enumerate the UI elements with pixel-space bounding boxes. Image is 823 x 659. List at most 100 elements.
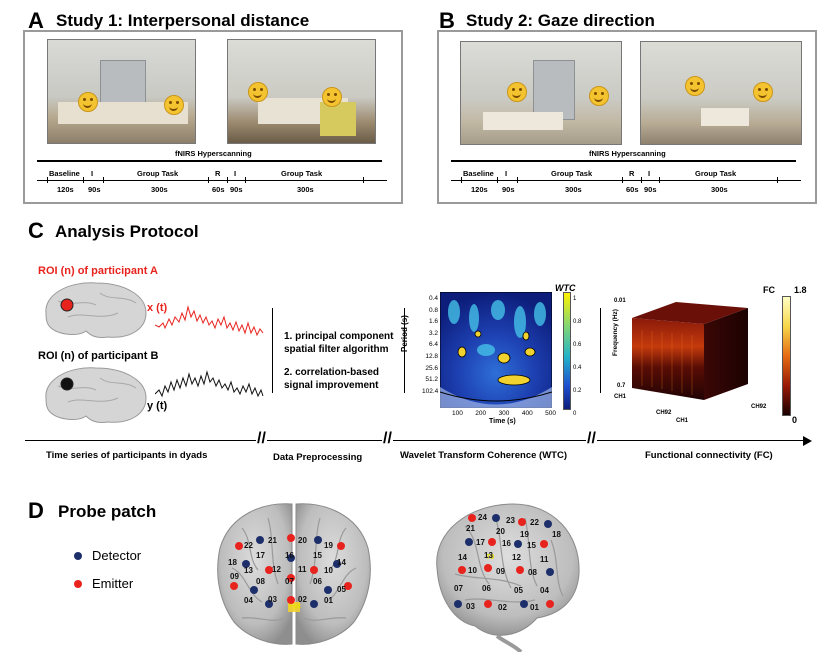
brain-side-view [436,503,580,652]
emitter-legend-dot [74,580,82,588]
step1-line1: 1. principal component [284,331,394,342]
channel-label: 04 [540,586,549,595]
study1-photo-right [227,39,376,144]
roi-b-marker [60,377,74,391]
hyperscanning-label: fNIRS Hyperscanning [589,149,666,158]
wtc-yticks: 0.4 0.8 1.6 3.2 6.4 12.8 25.6 51.2 102.4 [422,293,438,397]
emitter-dot [468,514,476,522]
detector-dot [242,560,250,568]
fpz-label: Fpz [289,603,302,610]
stage-axis-arrow [803,436,812,446]
ytick: 0.4 [428,295,438,302]
channel-label: 14 [337,558,346,567]
emitter-dot [230,582,238,590]
fc-freq-top: 0.01 [614,298,626,304]
channel-label: 24 [478,513,487,522]
wtc-ylabel: Period (s) [400,315,409,352]
channel-label: 17 [476,538,485,547]
detector-dot [465,538,473,546]
channel-label: 18 [228,558,237,567]
channel-label: 16 [285,551,294,560]
channel-label: 19 [520,530,529,539]
channel-label: 17 [256,551,265,560]
emitter-dot [287,574,295,582]
step2-line1: 2. correlation-based [284,367,380,378]
colorbar-tick: 0 [573,411,577,417]
colorbar-tick: 0.4 [573,365,582,371]
detector-dot [287,554,295,562]
wtc-xlabel: Time (s) [489,418,516,425]
segment-label: I [91,169,94,178]
ytick: 51.2 [425,376,438,384]
channel-label: 13 [244,566,253,575]
duration-label: 90s [502,185,515,194]
detector-dot [256,536,264,544]
xtick: 500 [545,410,556,417]
panel-b-title: Study 2: Gaze direction [466,11,655,30]
channel-label: 14 [458,553,467,562]
wtc-colorbar [563,292,571,410]
detector-legend-dot [74,552,82,560]
step2-line2: signal improvement [284,380,379,391]
face-emoji [685,76,705,96]
channel-label: 10 [468,566,477,575]
channel-label: 18 [552,530,561,539]
channel-label: 08 [528,568,537,577]
axis-break: // [382,430,393,448]
t9-label: T9 [486,554,495,561]
channel-label: 13 [484,551,493,560]
channel-label: 04 [244,596,253,605]
xtick: 200 [475,410,487,417]
axis-break: // [256,430,267,448]
duration-label: 90s [230,185,243,194]
brain-b-illustration [45,367,147,423]
panel-b-letter: B [439,8,455,33]
channel-label: 22 [530,518,539,527]
channel-label: 12 [272,565,281,574]
channel-label: 15 [527,541,536,550]
emitter-legend-label: Emitter [92,576,134,591]
hyperscanning-bar [451,160,796,162]
channel-label: 09 [230,572,239,581]
detector-dot [310,600,318,608]
timeline-axis [37,180,387,181]
segment-label: Group Task [695,169,737,178]
emitter-dot [287,596,295,604]
study1-photo-left [47,39,196,144]
preprocessing-step-1: 1. principal component spatial filter al… [284,330,393,356]
roi-a-label: ROI (n) of participant A [38,265,158,277]
emitter-dot [518,518,526,526]
ytick: 12.8 [425,352,438,360]
ytick: 1.6 [428,318,438,326]
segment-label: I [648,169,651,178]
duration-label: 120s [471,185,488,194]
stage-label: Functional connectivity (FC) [645,450,773,461]
panel-a-letter: A [28,8,44,33]
channel-label: 10 [324,566,333,575]
ytick: 6.4 [428,341,438,349]
detector-dot [454,600,462,608]
segment-label: Group Task [551,169,593,178]
panel-c-letter: C [28,218,44,243]
emitter-dot [546,600,554,608]
duration-label: 90s [88,185,101,194]
colorbar-tick: 0.2 [573,388,582,394]
panel-d-letter: D [28,498,44,523]
detector-dot [324,586,332,594]
emitter-dot [488,538,496,546]
y-signal-label: y (t) [147,400,168,412]
fc-ylabel: Frequency (Hz) [612,309,619,356]
detector-dot [333,560,341,568]
wtc-xticks: 100 200 300 400 500 [452,410,556,417]
fc-ch1-left: CH1 [614,394,627,400]
channel-label: 11 [298,565,307,574]
channel-label: 02 [298,595,307,604]
duration-label: 300s [297,185,314,194]
wtc-plot [440,292,552,408]
roi-a-marker [60,298,74,312]
channel-label: 06 [313,577,322,586]
channel-label: 06 [482,584,491,593]
channel-label: 03 [466,602,475,611]
face-emoji [753,82,773,102]
detector-legend-label: Detector [92,548,142,563]
